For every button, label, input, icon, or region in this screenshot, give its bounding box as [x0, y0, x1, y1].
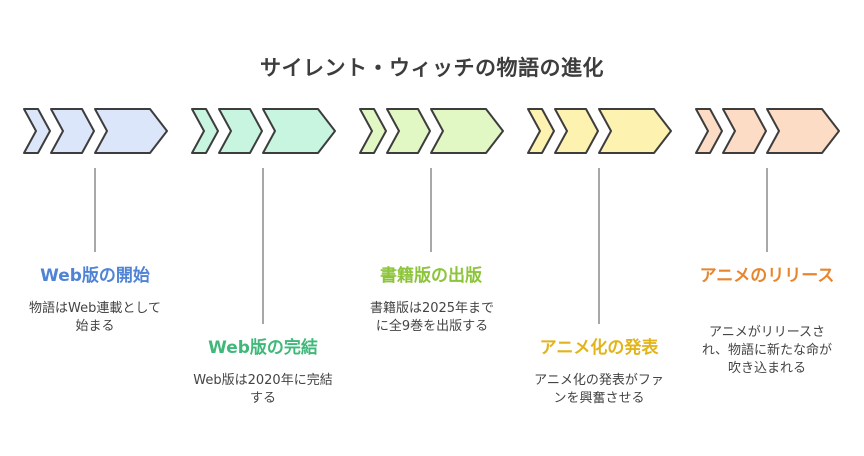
stage-2-arrows: [191, 108, 336, 324]
diagram-title: サイレント・ウィッチの物語の進化: [260, 56, 604, 80]
stage-5-chevron-large: [766, 108, 840, 154]
stage-4-arrows: [527, 108, 672, 324]
stage-3-description: 書籍版は2025年までに全9巻を出版する: [369, 301, 495, 334]
stage-2-chevron-small-2: [218, 108, 263, 154]
stage-5-arrows: [695, 108, 840, 252]
stage-1-arrows: [23, 108, 168, 252]
stage-5-chevron-small-1: [695, 108, 723, 154]
stage-3-title: 書籍版の出版: [380, 266, 482, 286]
stage-4-description: アニメ化の発表がファンを興奮させる: [534, 373, 664, 406]
stage-2-title: Web版の完結: [208, 338, 318, 358]
stage-3-chevron-small-1: [359, 108, 387, 154]
stage-3-chevron-small-2: [386, 108, 431, 154]
stage-1-title: Web版の開始: [40, 266, 150, 286]
stage-1-chevron-large: [94, 108, 168, 154]
stage-5-title: アニメのリリース: [699, 266, 835, 286]
stage-5-description: アニメがリリースされ、物語に新たな命が吹き込まれる: [701, 325, 833, 376]
stage-2-chevron-small-1: [191, 108, 219, 154]
stage-1-chevron-small-2: [50, 108, 95, 154]
stage-1-chevron-small-1: [23, 108, 51, 154]
stage-5-chevron-small-2: [722, 108, 767, 154]
stage-1-description: 物語はWeb連載として始まる: [29, 301, 161, 334]
stage-4-chevron-large: [598, 108, 672, 154]
stage-3-arrows: [359, 108, 504, 252]
stage-2-chevron-large: [262, 108, 336, 154]
stage-4-chevron-small-2: [554, 108, 599, 154]
stage-4-chevron-small-1: [527, 108, 555, 154]
stage-3-chevron-large: [430, 108, 504, 154]
stage-4-title: アニメ化の発表: [539, 338, 659, 358]
stage-2-description: Web版は2020年に完結する: [193, 373, 333, 406]
